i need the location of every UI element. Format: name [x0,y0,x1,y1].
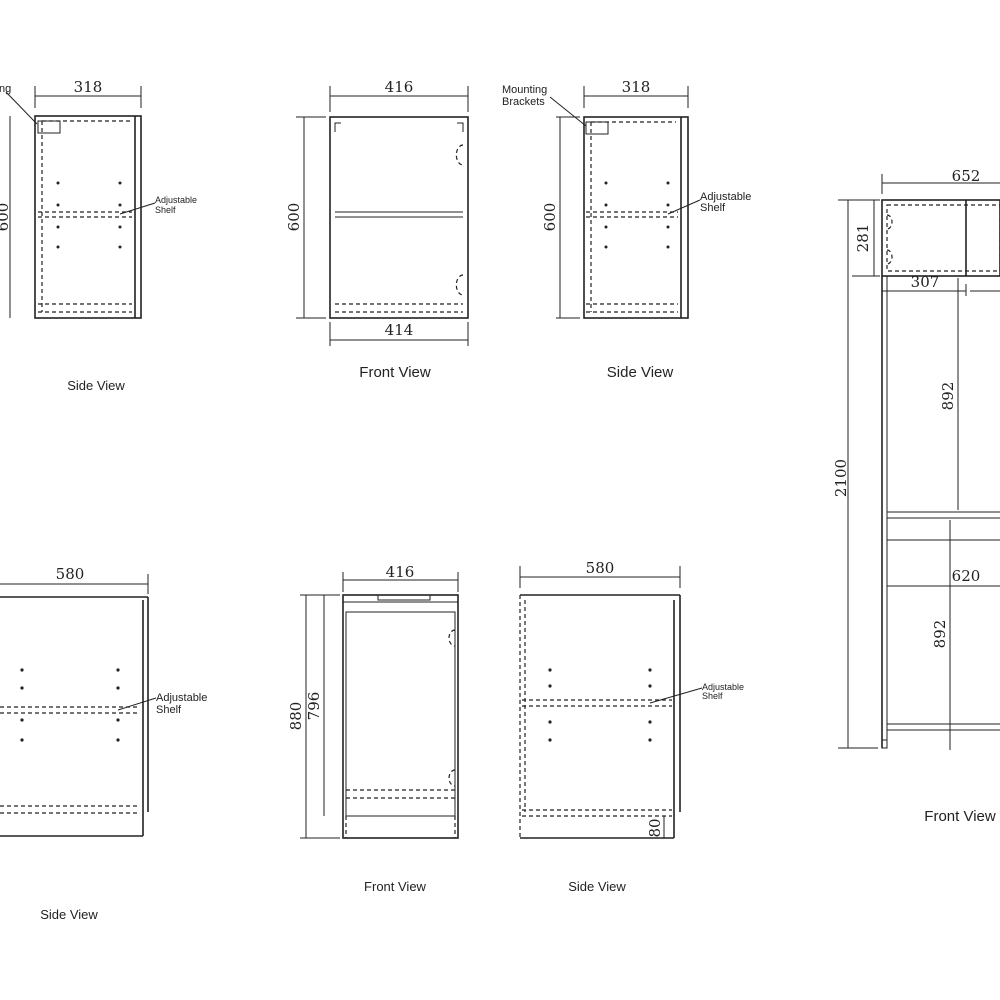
dim-height-600: 600 [285,203,303,232]
hinge-cup [448,769,456,787]
mounting-leader-line [5,91,38,125]
left-foot [881,739,888,749]
shelf-label: Shelf [700,202,726,214]
base-cabinet-side-view-right: 580 Adjustable Shelf 80 Side View [519,559,744,894]
hinge-cup [886,214,893,230]
dim-width-652: 652 [952,167,981,185]
hinge-cup [886,249,893,265]
dim-height-600: 600 [541,203,559,232]
dim-height-796: 796 [305,692,323,721]
caption-side-view: Side View [67,378,125,393]
shelf-leader-line [119,202,156,215]
dim-width-580: 580 [586,559,615,577]
adjustable-label: Adjustable [702,682,744,692]
shelf-label: Shelf [156,704,182,716]
dim-height-600: 600 [0,203,12,232]
dim-height-281: 281 [854,224,872,253]
top-rail [377,594,431,601]
door-panel [345,611,456,817]
caption-side-view: Side View [607,364,674,381]
dim-height-80: 80 [646,818,664,837]
top-cabinet-outline [881,199,1000,277]
dim-width-580: 580 [56,565,85,583]
mounting-label: Mounting [502,84,547,96]
cabinet-outline [34,115,142,319]
dim-width-318: 318 [622,78,651,96]
cabinet-outline [342,594,459,839]
brackets-label: Brackets [502,96,545,108]
dim-width-307: 307 [911,273,940,291]
tall-cabinet-front-view: 652 281 307 620 892 892 21 [832,167,1000,825]
wall-cabinet-side-view-right: 318 Mounting Brackets 600 Adjustable She… [502,78,751,381]
adjustable-label: Adjustable [156,692,207,704]
shelf-leader-line [649,687,703,704]
dim-width-414: 414 [385,321,414,339]
dim-height-2100: 2100 [832,459,850,497]
top-cabinet-inner [886,204,1000,272]
cabinet-outline [583,116,689,319]
mounting-leader-line [549,96,587,127]
caption-side-view: Side View [568,879,626,894]
dim-width-416: 416 [386,563,415,581]
base-cabinet-front-view: 416 880 796 Front View [287,563,459,894]
wall-cabinet-side-view-left: 318 600 ng Adjustable Shelf Side View [0,78,197,393]
hinge-cup [448,629,456,647]
caption-front-view: Front View [359,364,431,381]
dim-width-416: 416 [385,78,414,96]
dim-width-620: 620 [952,567,981,585]
dim-height-880: 880 [287,702,305,731]
hinge-cup [455,144,464,166]
hinge-mark [334,122,341,132]
caption-front-view: Front View [924,808,996,825]
adjustable-label: Adjustable [700,191,751,203]
base-cabinet-side-view-left: 580 Adjustable Shelf Side View [0,565,207,922]
hinge-cup [455,274,464,296]
mounting-bracket [37,120,61,134]
hinge-mark [457,122,464,132]
mounting-label-cut: ng [0,83,11,95]
shelf-label: Shelf [702,691,723,701]
caption-side-view: Side View [40,907,98,922]
mounting-bracket [585,121,609,135]
adjustable-label: Adjustable [155,195,197,205]
shelf-leader-line [117,697,157,711]
cabinet-outline [329,116,469,319]
dim-height-892: 892 [939,382,957,411]
wall-cabinet-front-view: 416 600 414 Front View [285,78,469,381]
shelf-leader-line [667,199,701,215]
dim-width-318: 318 [74,78,103,96]
caption-front-view: Front View [364,879,427,894]
dim-height-892: 892 [931,620,949,649]
shelf-label: Shelf [155,205,176,215]
